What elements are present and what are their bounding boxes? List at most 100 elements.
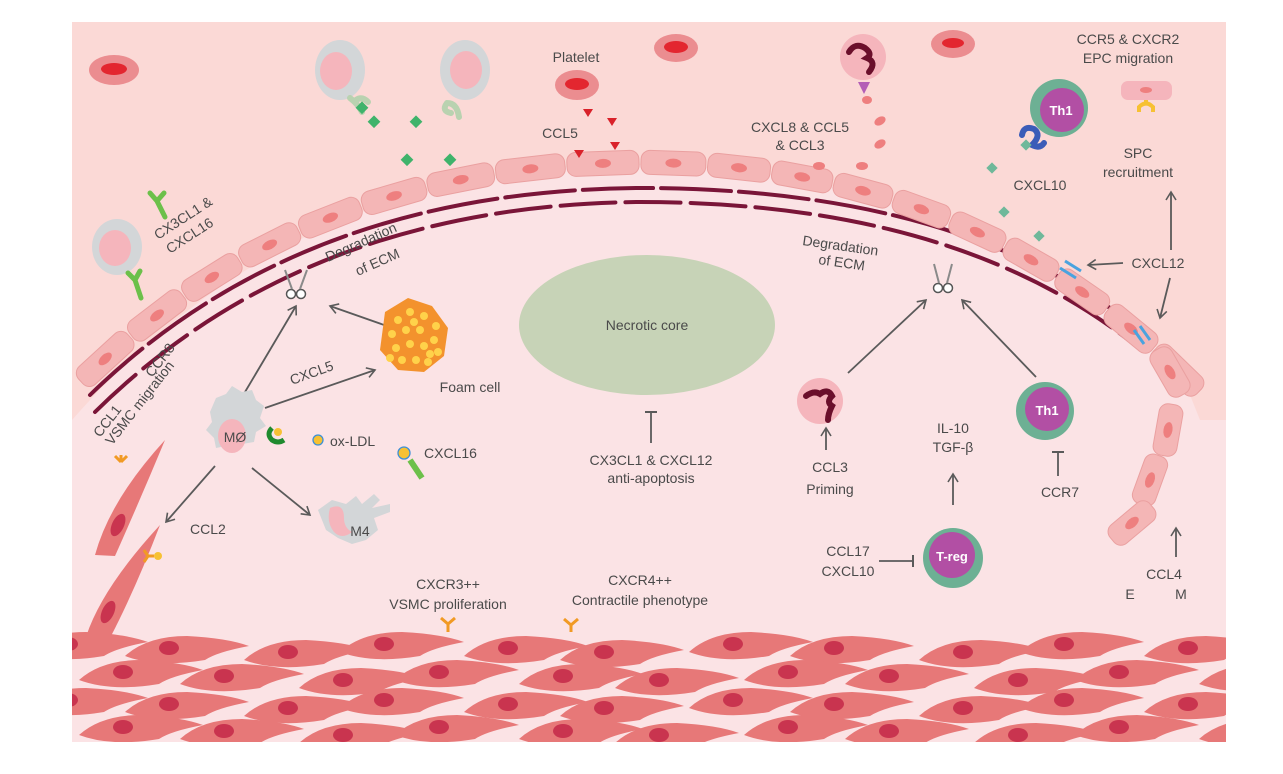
smooth-muscle-cell: [744, 660, 868, 688]
cxcl8-label-1: CXCL8 & CCL5: [751, 119, 849, 135]
smooth-muscle-cell: [395, 715, 519, 742]
smooth-muscle-cell: [180, 719, 304, 742]
ccr7-label: CCR7: [1041, 484, 1079, 500]
endothelial-cell: [494, 153, 566, 185]
e-label: E: [1125, 586, 1134, 602]
cxcl8-label-2: & CCL3: [775, 137, 824, 153]
lipid-droplet: [432, 322, 440, 330]
endothelial-cell: [706, 152, 772, 183]
cx3cl1-receptor-icon: [147, 190, 168, 220]
smooth-muscle-cell: [919, 640, 1043, 668]
cxcr3-label-1: CXCR3++: [416, 576, 480, 592]
migrating-vsmc: [95, 440, 165, 556]
red-blood-cell: [931, 30, 975, 58]
red-blood-cell: [89, 55, 139, 85]
degradation-right-label-2: of ECM: [818, 251, 866, 273]
treg-label: T-reg: [936, 549, 968, 564]
cxcr4-label-1: CXCR4++: [608, 572, 672, 588]
lipid-droplet: [416, 326, 424, 334]
smooth-muscle-cell: [519, 664, 643, 692]
spc-label-1: SPC: [1124, 145, 1153, 161]
smooth-muscle-cell: [125, 692, 249, 720]
endothelial-cell: [948, 211, 1007, 253]
lipid-droplet: [394, 316, 402, 324]
necrotic-core-label: Necrotic core: [606, 317, 689, 333]
ccl17-label: CCL17: [826, 543, 870, 559]
th1-right-label: Th1: [1035, 403, 1058, 418]
lipid-droplet: [388, 330, 396, 338]
smooth-muscle-layer: [72, 632, 1226, 742]
arrow-mac-to-ecm: [244, 304, 298, 393]
endothelial-cell: [126, 289, 188, 342]
ccl5-label: CCL5: [542, 125, 578, 141]
ccr5-label-1: CCR5 & CXCR2: [1077, 31, 1180, 47]
cxcl10-top-label: CXCL10: [1014, 177, 1067, 193]
lipid-droplet: [406, 308, 414, 316]
cxcr4-receptor-icon: [563, 617, 579, 632]
endothelial-cell: [640, 149, 707, 177]
lipid-droplet: [420, 312, 428, 320]
smooth-muscle-cell: [689, 632, 813, 660]
scavenger-receptor-icon: [266, 426, 286, 445]
lipid-droplet: [434, 348, 442, 356]
platelet-label: Platelet: [553, 49, 600, 65]
arrow-th1-to-ecm: [960, 298, 1037, 378]
ox-ldl-label: ox-LDL: [330, 433, 375, 449]
smooth-muscle-cell: [125, 636, 249, 664]
scissors-icon: [932, 263, 954, 294]
ox-ldl-icon: [312, 434, 324, 446]
smooth-muscle-cell: [790, 636, 914, 664]
endothelial-cell: [297, 196, 363, 239]
m4-label: M4: [350, 523, 370, 539]
smooth-muscle-cell: [975, 723, 1098, 742]
scissors-icon: [284, 269, 308, 300]
lipid-droplet: [430, 336, 438, 344]
cxcl10-bottom-label: CXCL10: [822, 563, 875, 579]
arrow-mac-to-vsmc: [165, 465, 216, 524]
foam-cell-label: Foam cell: [440, 379, 501, 395]
smooth-muscle-cell: [616, 723, 739, 742]
smooth-muscle-cell: [1199, 723, 1226, 742]
smooth-muscle-cell: [79, 660, 203, 688]
cxcl10-chemokines: [986, 139, 1045, 242]
endothelial-cell: [1107, 500, 1157, 546]
cxcl12-arrow-down: [1156, 277, 1171, 320]
il10-label: IL-10: [937, 420, 969, 436]
smooth-muscle-cell: [395, 660, 519, 688]
lipid-droplet: [386, 354, 394, 362]
ccl4-label: CCL4: [1146, 566, 1182, 582]
monocyte-cell: [440, 40, 490, 120]
lipid-droplet: [420, 342, 428, 350]
cxcl16-receptor-icon: [397, 446, 425, 480]
macrophage-label: MØ: [224, 429, 247, 445]
endothelial-cell: [1054, 268, 1111, 316]
arrow-mac-to-m4: [251, 467, 312, 516]
smooth-muscle-cell: [340, 688, 464, 716]
smooth-muscle-cell: [1075, 660, 1199, 688]
ccl5-chemokines: [574, 109, 620, 158]
cxcl12-right-label: CXCL12: [1132, 255, 1185, 271]
endothelial-cell: [181, 253, 243, 302]
endothelial-cell: [566, 149, 640, 177]
smooth-muscle-cell: [845, 719, 969, 742]
green-chemokines: [355, 101, 457, 167]
smooth-muscle-cell: [244, 640, 368, 668]
anti-apoptosis-label-1: CX3CL1 & CXCL12: [590, 452, 713, 468]
smooth-muscle-cell: [974, 668, 1098, 696]
smooth-muscle-cell: [1144, 636, 1226, 664]
spc-label-2: recruitment: [1103, 164, 1173, 180]
smooth-muscle-cell: [1020, 632, 1144, 660]
th1-top-label: Th1: [1049, 103, 1072, 118]
lipid-droplet: [426, 350, 434, 358]
arrow-neutrophil-to-ecm: [847, 298, 928, 374]
treg-cell: T-reg: [923, 528, 983, 588]
endothelial-cell: [426, 162, 496, 197]
lipid-droplet: [406, 340, 414, 348]
endothelial-cell: [360, 176, 428, 216]
neutrophil-cell: [840, 34, 886, 94]
cxcl12-arrow-left: [1086, 258, 1124, 271]
smooth-muscle-cell: [689, 688, 813, 716]
smooth-muscle-cell: [1144, 692, 1226, 720]
lipid-droplet: [392, 344, 400, 352]
